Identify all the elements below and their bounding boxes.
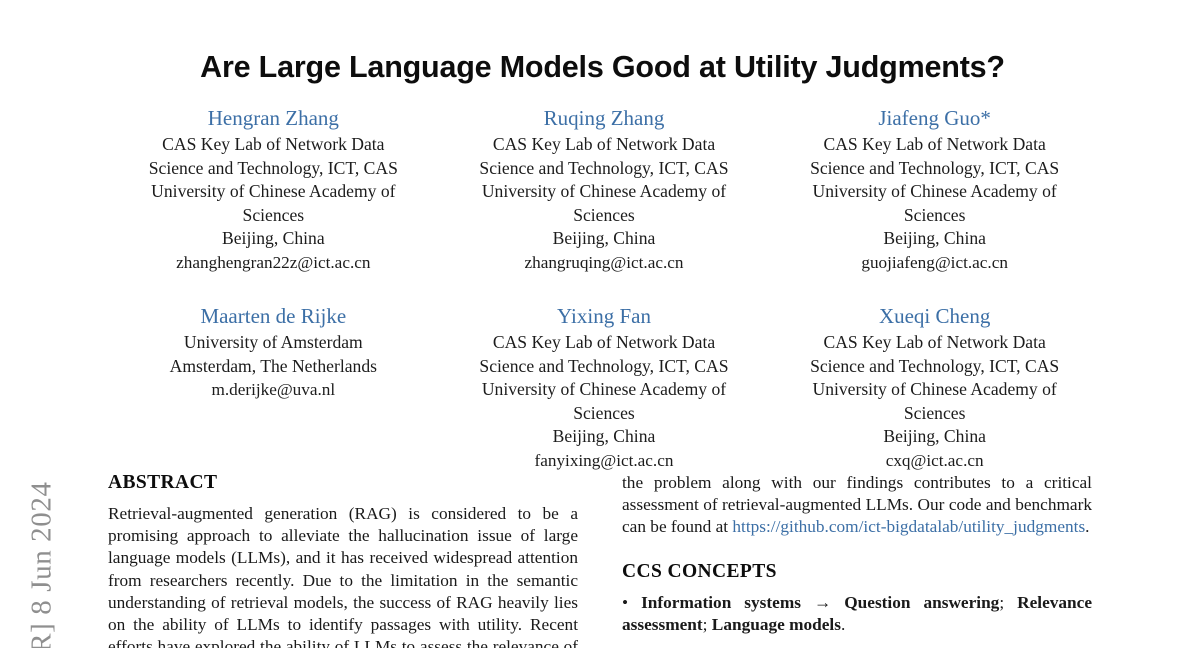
author-affiliation-line: University of Amsterdam — [183, 332, 363, 352]
ccs-period: . — [840, 614, 846, 634]
author-email[interactable]: guojiafeng@ict.ac.cn — [861, 252, 1008, 272]
arrow-icon: → — [813, 592, 832, 612]
author-block-xueqi-cheng: Xueqi Cheng CAS Key Lab of Network Data … — [769, 304, 1100, 472]
author-email[interactable]: m.derijke@uva.nl — [211, 380, 336, 399]
author-affiliation-line: Science and Technology, ICT, CAS — [479, 157, 729, 178]
column-left: ABSTRACT Retrieval-augmented generation … — [108, 472, 578, 648]
page-title: Are Large Language Models Good at Utilit… — [200, 50, 1005, 84]
ccs-concepts-heading: CCS CONCEPTS — [622, 560, 777, 582]
abstract-heading: ABSTRACT — [108, 472, 218, 493]
author-affiliation-line: Sciences — [573, 402, 635, 423]
ccs-term-question-answering: Question answering — [844, 592, 1000, 612]
author-row-2: Maarten de Rijke University of Amsterdam… — [108, 304, 1100, 472]
author-affiliation-line: Science and Technology, ICT, CAS — [810, 355, 1060, 376]
author-block-yixing-fan: Yixing Fan CAS Key Lab of Network Data S… — [439, 304, 770, 472]
author-name[interactable]: Yixing Fan — [557, 304, 651, 328]
two-column-content: ABSTRACT Retrieval-augmented generation … — [108, 472, 1100, 648]
author-block-hengran-zhang: Hengran Zhang CAS Key Lab of Network Dat… — [108, 106, 439, 274]
author-affiliation-line: Sciences — [903, 204, 966, 225]
bullet-icon: • — [622, 592, 629, 612]
author-location: Beijing, China — [883, 228, 986, 248]
author-name[interactable]: Hengran Zhang — [207, 106, 339, 130]
author-affiliation-line: Amsterdam, The Netherlands — [169, 355, 377, 376]
author-affiliation-line: CAS Key Lab of Network Data — [823, 332, 1046, 352]
author-affiliation-line: University of Chinese Academy of — [812, 379, 1057, 399]
author-name[interactable]: Ruqing Zhang — [543, 106, 665, 130]
author-email[interactable]: zhangruqing@ict.ac.cn — [524, 252, 684, 272]
author-affiliation-line: University of Chinese Academy of — [481, 379, 727, 399]
author-location: Beijing, China — [552, 426, 656, 446]
author-affiliation-line: Sciences — [573, 204, 635, 225]
author-affiliation-line: University of Chinese Academy of — [481, 181, 727, 201]
abstract-text-after-link: . — [1085, 517, 1090, 537]
ccs-concepts-body: • Information systems → Question answeri… — [622, 592, 1092, 636]
author-email[interactable]: fanyixing@ict.ac.cn — [534, 450, 674, 470]
author-block-maarten-de-rijke: Maarten de Rijke University of Amsterdam… — [108, 304, 439, 472]
abstract-text-before-link: the problem along with our findings cont… — [622, 473, 1092, 537]
author-name[interactable]: Maarten de Rijke — [200, 304, 347, 328]
author-block-ruqing-zhang: Ruqing Zhang CAS Key Lab of Network Data… — [439, 106, 770, 274]
author-affiliation-line: CAS Key Lab of Network Data — [823, 134, 1046, 154]
code-repository-link[interactable]: https://github.com/ict-bigdatalab/utilit… — [732, 517, 1086, 537]
author-affiliation-line: Sciences — [903, 402, 966, 423]
abstract-body-right: the problem along with our findings cont… — [622, 472, 1092, 539]
ccs-separator: ; — [702, 614, 708, 634]
author-location: Beijing, China — [883, 426, 986, 446]
author-email[interactable]: zhanghengran22z@ict.ac.cn — [176, 252, 371, 272]
author-email[interactable]: cxq@ict.ac.cn — [885, 450, 984, 470]
author-affiliation-line: CAS Key Lab of Network Data — [492, 134, 716, 154]
ccs-term-relevance-assessment: Relevance assessment — [622, 592, 1092, 634]
author-location: Beijing, China — [552, 228, 656, 248]
author-name[interactable]: Xueqi Cheng — [878, 304, 991, 328]
author-list: Hengran Zhang CAS Key Lab of Network Dat… — [108, 106, 1100, 472]
ccs-separator: ; — [999, 592, 1005, 612]
author-affiliation-line: Science and Technology, ICT, CAS — [148, 157, 398, 178]
ccs-term-language-models: Language models — [711, 614, 841, 634]
author-affiliation-line: Science and Technology, ICT, CAS — [810, 157, 1060, 178]
author-affiliation-line: CAS Key Lab of Network Data — [162, 134, 385, 154]
author-row-1: Hengran Zhang CAS Key Lab of Network Dat… — [108, 106, 1100, 274]
author-location: Beijing, China — [222, 228, 325, 248]
ccs-term-information-systems: Information systems — [641, 592, 801, 612]
author-affiliation-line: CAS Key Lab of Network Data — [492, 332, 716, 352]
author-affiliation-line: University of Chinese Academy of — [812, 181, 1057, 201]
author-block-jiafeng-guo: Jiafeng Guo* CAS Key Lab of Network Data… — [769, 106, 1100, 274]
author-affiliation-line: Science and Technology, ICT, CAS — [479, 355, 729, 376]
author-name[interactable]: Jiafeng Guo* — [878, 106, 991, 130]
author-affiliation-line: University of Chinese Academy of — [151, 181, 396, 201]
abstract-body-left: Retrieval-augmented generation (RAG) is … — [108, 504, 578, 648]
author-affiliation-line: Sciences — [242, 204, 305, 225]
column-right: the problem along with our findings cont… — [622, 472, 1092, 636]
